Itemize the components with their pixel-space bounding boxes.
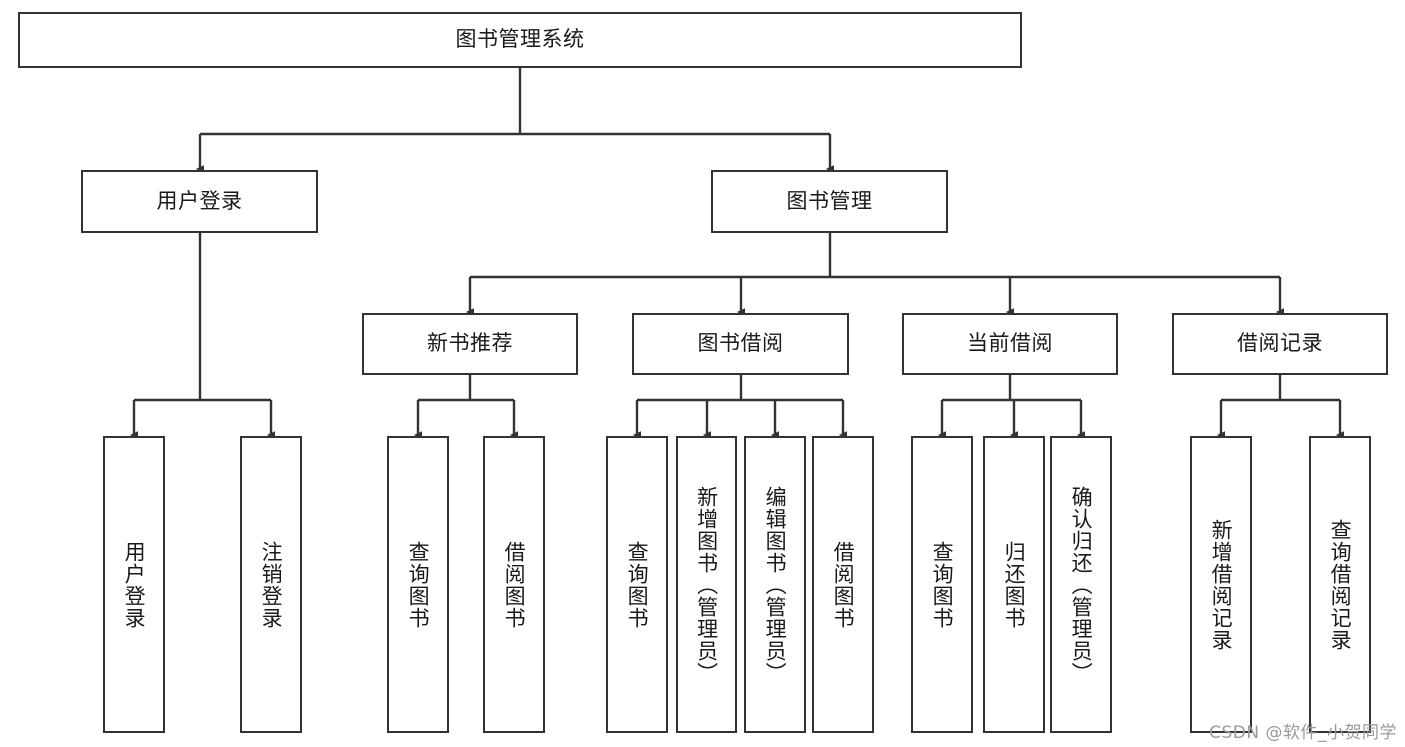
edges-group bbox=[129, 68, 1345, 439]
node-label: 归还图书 bbox=[1002, 540, 1027, 629]
node-label: 新增图书（管理员） bbox=[694, 485, 719, 684]
node-label: 查询图书 bbox=[406, 540, 431, 629]
node-l3-3: 借阅记录 bbox=[1172, 313, 1388, 375]
node-leaf-6: 编辑图书（管理员） bbox=[744, 436, 806, 733]
node-label: 图书管理系统 bbox=[455, 27, 585, 52]
node-label: 当前借阅 bbox=[967, 331, 1053, 356]
node-leaf-12: 查询借阅记录 bbox=[1309, 436, 1371, 733]
node-leaf-8: 查询图书 bbox=[911, 436, 973, 733]
node-leaf-4: 查询图书 bbox=[606, 436, 668, 733]
node-l3-1: 图书借阅 bbox=[632, 313, 849, 375]
node-label: 新书推荐 bbox=[427, 331, 513, 356]
node-leaf-10: 确认归还（管理员） bbox=[1050, 436, 1112, 733]
node-label: 注销登录 bbox=[259, 540, 284, 629]
node-l3-0: 新书推荐 bbox=[362, 313, 578, 375]
node-leaf-2: 查询图书 bbox=[387, 436, 449, 733]
node-label: 编辑图书（管理员） bbox=[763, 485, 788, 684]
node-label: 借阅图书 bbox=[502, 540, 527, 629]
node-label: 确认归还（管理员） bbox=[1069, 485, 1094, 684]
node-label: 图书借阅 bbox=[697, 331, 784, 356]
node-leaf-5: 新增图书（管理员） bbox=[676, 436, 737, 733]
node-l2-0: 用户登录 bbox=[81, 170, 318, 233]
node-leaf-7: 借阅图书 bbox=[812, 436, 874, 733]
node-leaf-1: 注销登录 bbox=[240, 436, 302, 733]
node-label: 查询图书 bbox=[625, 540, 650, 629]
node-leaf-0: 用户登录 bbox=[103, 436, 165, 733]
node-label: 图书管理 bbox=[786, 188, 873, 213]
node-label: 借阅图书 bbox=[831, 540, 856, 629]
node-label: 借阅记录 bbox=[1237, 331, 1323, 356]
node-leaf-11: 新增借阅记录 bbox=[1190, 436, 1252, 733]
node-root: 图书管理系统 bbox=[18, 12, 1022, 68]
node-leaf-3: 借阅图书 bbox=[483, 436, 545, 733]
node-label: 用户登录 bbox=[122, 540, 147, 629]
node-leaf-9: 归还图书 bbox=[983, 436, 1045, 733]
node-label: 查询图书 bbox=[930, 540, 955, 629]
node-label: 新增借阅记录 bbox=[1209, 518, 1234, 651]
node-l2-1: 图书管理 bbox=[711, 170, 948, 233]
node-l3-2: 当前借阅 bbox=[902, 313, 1118, 375]
node-label: 查询借阅记录 bbox=[1328, 518, 1353, 651]
node-label: 用户登录 bbox=[156, 188, 243, 213]
